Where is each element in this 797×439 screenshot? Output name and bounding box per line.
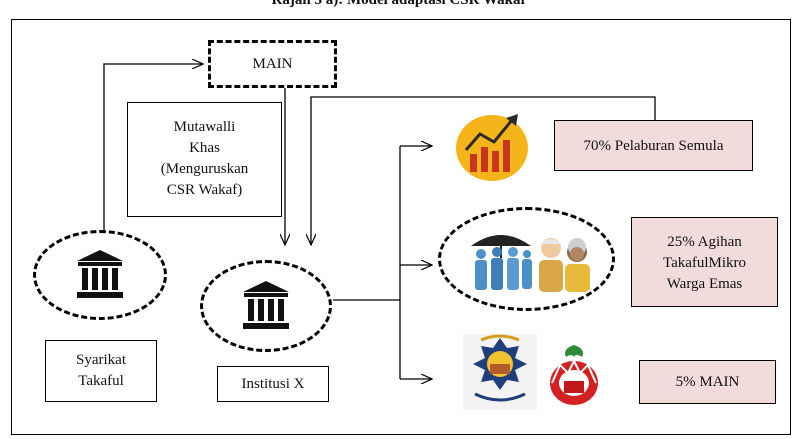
syarikat-line-1: Syarikat	[76, 352, 126, 368]
umbrella-people-icon	[471, 235, 532, 290]
reinvest-output: 70% Pelaburan Semula	[554, 120, 753, 171]
bank-icon	[77, 250, 123, 298]
takaful-ellipse	[438, 207, 615, 311]
takaful-output: 25% Agihan TakafulMikro Warga Emas	[631, 217, 778, 307]
bank-icon	[243, 281, 289, 329]
syarikat-ellipse	[33, 230, 167, 320]
institusi-node: Institusi X	[217, 366, 329, 402]
main-output-label: 5% MAIN	[675, 374, 740, 390]
main-node-label: MAIN	[252, 56, 293, 72]
main-node: MAIN	[208, 40, 337, 88]
main-emblem-icon	[463, 334, 537, 410]
growth-chart-icon	[456, 114, 528, 181]
mutawalli-line-2: Khas	[189, 140, 220, 156]
takaful-line-3: Warga Emas	[666, 276, 743, 292]
arrow-reinvest-to-institusi	[311, 96, 656, 245]
syarikat-line-2: Takaful	[78, 373, 124, 389]
arrow-syarikat-to-main	[103, 64, 203, 230]
mutawalli-line-4: CSR Wakaf)	[166, 182, 243, 198]
reinvest-label: 70% Pelaburan Semula	[583, 138, 724, 154]
mutawalli-line-3: (Menguruskan	[160, 161, 249, 177]
takaful-emblem-icon	[550, 345, 598, 405]
elderly-couple-icon	[539, 238, 590, 292]
figure-title: Rajah 3 a): Model adaptasi CSR Wakaf	[271, 0, 526, 8]
mutawalli-line-1: Mutawalli	[173, 119, 236, 135]
institusi-ellipse	[200, 260, 332, 352]
institusi-label: Institusi X	[241, 376, 305, 392]
mutawalli-node: Mutawalli Khas (Menguruskan CSR Wakaf)	[127, 102, 282, 217]
takaful-line-1: 25% Agihan	[667, 234, 742, 250]
takaful-line-2: TakafulMikro	[662, 255, 747, 271]
syarikat-node: Syarikat Takaful	[45, 340, 157, 402]
main-output: 5% MAIN	[639, 360, 776, 404]
diagram-frame	[11, 19, 791, 435]
